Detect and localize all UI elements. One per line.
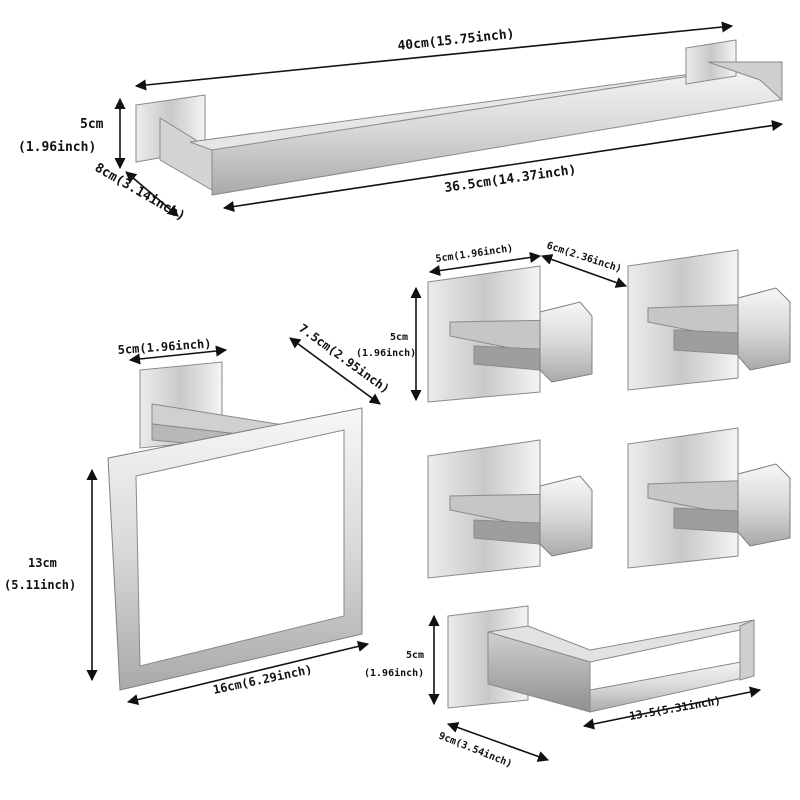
towel-ring-base-width-arrow	[128, 345, 228, 365]
robe-hook-height-cm-label: 5cm	[390, 332, 408, 343]
towel-bar-length-bar-arrow	[222, 119, 784, 213]
towel-bar-height-in-label: (1.96inch)	[18, 140, 96, 155]
towel-bar-depth-label: 8cm(3.14inch)	[92, 160, 188, 224]
towel-ring-height-in-label: (5.11inch)	[4, 578, 76, 592]
towel-bar: 40cm(15.75inch) 36.5cm(14.37inch) 5cm (1…	[18, 21, 784, 224]
towel-bar-height-cm-label: 5cm	[80, 117, 104, 132]
towel-bar-right-arm	[707, 61, 783, 102]
towel-ring-width-label: 16cm(6.29inch)	[212, 662, 314, 697]
towel-ring: 5cm(1.96inch) 7.5cm(2.95inch) 13cm (5.11…	[4, 321, 392, 706]
robe-hook-1	[427, 265, 593, 403]
robe-hook-height-in-label: (1.96inch)	[356, 347, 416, 359]
paper-holder-depth-arrow	[446, 722, 550, 762]
robe-hook-depth-arrow	[540, 254, 628, 288]
paper-holder-height-cm-label: 5cm	[406, 650, 424, 661]
robe-hooks: 5cm(1.96inch) 6cm(2.36inch) 5cm (1.96inc…	[356, 239, 791, 579]
towel-bar-length-total-arrow	[134, 21, 734, 91]
towel-ring-width-arrow	[126, 640, 370, 706]
towel-ring-base-width-label: 5cm(1.96inch)	[117, 336, 212, 357]
robe-hook-width-arrow	[428, 251, 542, 277]
robe-hook-4	[627, 427, 791, 569]
towel-bar-depth-arrow	[125, 171, 179, 217]
towel-bar-length-bar-label: 36.5cm(14.37inch)	[443, 163, 577, 196]
robe-hook-depth-label: 6cm(2.36inch)	[545, 239, 623, 275]
paper-holder-length-arrow	[582, 686, 762, 730]
paper-holder-depth-label: 9cm(3.54inch)	[437, 730, 514, 770]
robe-hook-2	[627, 249, 791, 391]
robe-hook-3	[427, 439, 593, 579]
paper-holder-tip	[739, 619, 755, 681]
towel-ring-height-cm-label: 13cm	[28, 556, 57, 570]
towel-ring-depth-arrow	[289, 337, 381, 405]
paper-holder: 5cm (1.96inch) 9cm(3.54inch) 13.5(5.31in…	[364, 605, 762, 770]
paper-holder-height-in-label: (1.96inch)	[364, 667, 424, 679]
